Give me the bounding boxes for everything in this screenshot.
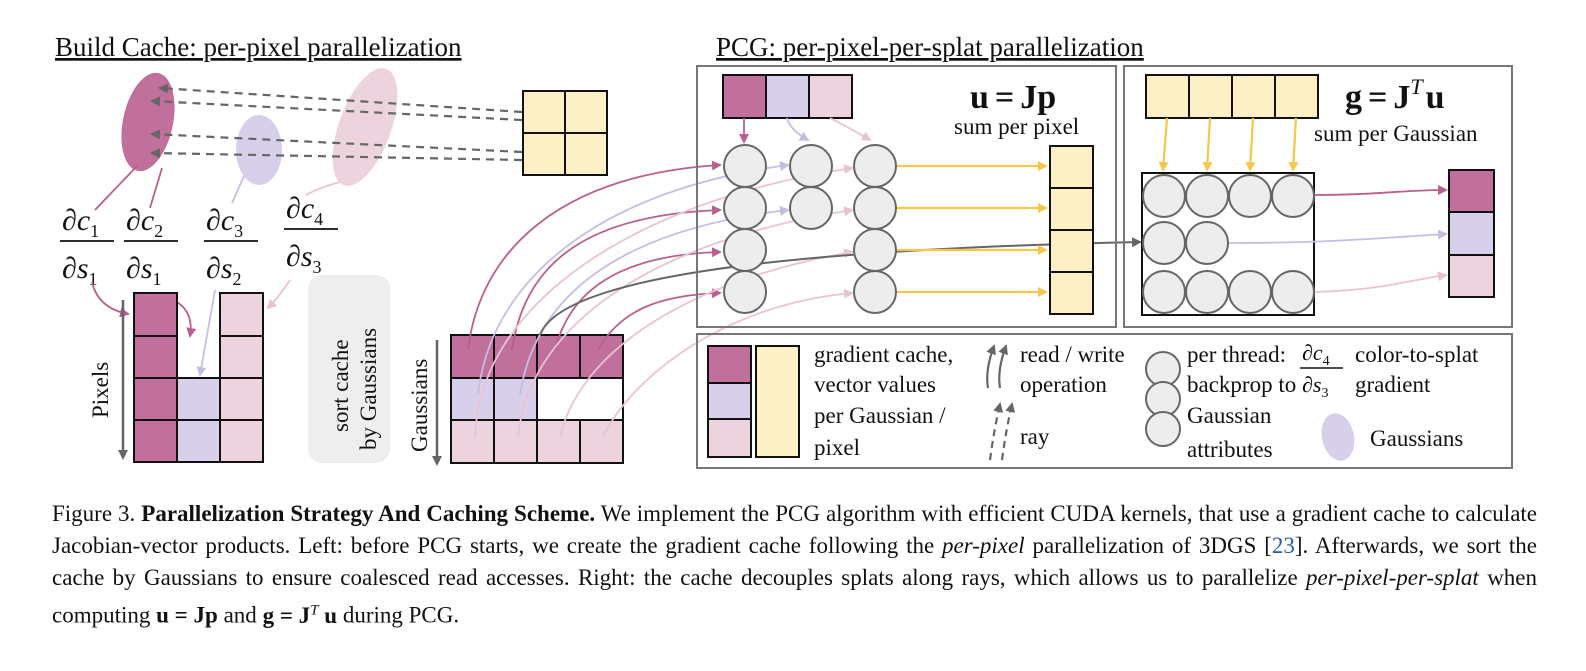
svg-text:∂s3: ∂s3 [1302, 372, 1328, 401]
sum-to-g-arrows [1228, 185, 1448, 293]
svg-text:∂s1: ∂s1 [62, 252, 98, 289]
svg-text:∂c4: ∂c4 [1302, 340, 1330, 369]
caption-citation-link[interactable]: 23 [1271, 533, 1295, 558]
legend-ray-arrows [988, 402, 1016, 461]
legend-cache-text-3: per Gaussian / [814, 403, 946, 428]
caption-italic-1: per-pixel [942, 533, 1025, 558]
legend-thread-text-2: backprop to [1187, 372, 1296, 397]
legend-thread-text-3: Gaussian [1187, 403, 1272, 428]
gradient-label-3: ∂c3 ∂s2 [204, 204, 258, 289]
gradient-label-1: ∂c1 ∂s1 [60, 204, 114, 289]
gaussians-axis-label: Gaussians [407, 359, 432, 452]
legend-gradient-text-1: color-to-splat [1355, 342, 1479, 367]
vector-p-arrows [739, 117, 872, 144]
jtu-thread-circles [1142, 174, 1315, 314]
pixel-cache-grid [133, 292, 264, 463]
svg-text:∂s1: ∂s1 [126, 252, 162, 289]
svg-text:∂c1: ∂c1 [62, 204, 99, 241]
vector-g [1448, 169, 1495, 298]
legend-cache-swatch [707, 345, 800, 458]
caption-text-4: when computing [52, 565, 1538, 628]
legend-gaussians-text: Gaussians [1370, 426, 1463, 451]
cache-read-arrows [467, 160, 854, 438]
legend-cache-text-1: gradient cache, [814, 342, 953, 367]
caption-figure-number: Figure 3. [52, 501, 136, 526]
caption-text-6: during PCG. [342, 602, 460, 628]
caption-title: Parallelization Strategy And Caching Sch… [141, 501, 596, 526]
svg-text:∂c2: ∂c2 [126, 204, 163, 241]
caption-italic-2: per-pixel-per-splat [1306, 565, 1479, 590]
legend-thread-circles [1145, 351, 1181, 447]
legend-cache-text-4: pixel [814, 435, 860, 460]
gaussian-ellipse-3 [332, 68, 398, 186]
equation-g-jtu: g=JTu [1345, 74, 1445, 116]
legend-gradient-text-2: gradient [1355, 372, 1431, 397]
svg-text:∂c3: ∂c3 [206, 204, 243, 241]
svg-text:∂s2: ∂s2 [206, 252, 242, 289]
sum-to-u-arrows [897, 161, 1048, 297]
equation-u-jp: u=Jp [970, 79, 1056, 116]
vector-u-top-arrows [1158, 117, 1299, 172]
svg-text:∂c4: ∂c4 [286, 192, 323, 229]
caption-equation-1: u = Jp [156, 602, 218, 628]
dashed-rays [150, 83, 523, 162]
legend-rw-arrows [986, 344, 1008, 389]
sort-cache-box [308, 275, 390, 463]
gradient-label-2: ∂c2 ∂s1 [124, 204, 178, 289]
caption-text-1: We implement the PCG algorithm with effi… [52, 501, 1537, 558]
pcg-title: PCG: per-pixel-per-splat parallelization [716, 32, 1144, 62]
legend-rw-text-2: operation [1020, 372, 1107, 397]
gaussian-ellipse-2 [236, 115, 282, 185]
legend-gaussian-ellipse [1321, 413, 1355, 461]
sum-per-gaussian-label: sum per Gaussian [1314, 121, 1478, 146]
jp-thread-circles [723, 144, 897, 314]
caption-equation-2: g = JT u [262, 602, 338, 628]
gaussian-ellipse-1 [121, 72, 175, 172]
gaussian-cache-grid [450, 334, 624, 464]
legend-gradient-fraction: ∂c4 ∂s3 [1300, 340, 1343, 401]
pixels-axis-label: Pixels [88, 362, 113, 418]
caption-text-2: parallelization of 3DGS [ [1032, 533, 1272, 558]
legend-box [696, 333, 1513, 469]
caption-text-3: ]. Afterwards, we sort the cache by Gaus… [52, 533, 1538, 590]
legend-cache-text-2: vector values [814, 372, 936, 397]
jp-panel [696, 65, 1117, 328]
image-pixel-grid [522, 90, 608, 176]
legend-ray-text: ray [1020, 424, 1050, 449]
jtu-panel [1123, 65, 1513, 328]
legend-rw-text-1: read / write [1020, 342, 1125, 367]
jtu-thread-box [1141, 172, 1315, 316]
sort-cache-label-2: by Gaussians [356, 328, 381, 450]
vector-p [722, 74, 853, 119]
vector-u-top [1145, 74, 1319, 119]
legend-thread-text-4: attributes [1187, 437, 1273, 462]
gradient-label-4: ∂c4 ∂s3 [284, 192, 338, 277]
figure-diagram: Build Cache: per-pixel parallelization ∂… [55, 32, 1513, 469]
build-cache-title: Build Cache: per-pixel parallelization [55, 32, 462, 62]
figure-caption: Figure 3. Parallelization Strategy And C… [52, 498, 1537, 632]
sum-per-pixel-label: sum per pixel [954, 114, 1079, 139]
gaussian-label-connectors [94, 164, 341, 211]
legend-thread-text-1: per thread: [1187, 342, 1286, 367]
caption-text-5: and [223, 602, 257, 628]
svg-text:∂s3: ∂s3 [286, 240, 322, 277]
cache-write-arrow [539, 237, 1142, 336]
sort-cache-label-1: sort cache [328, 339, 353, 432]
vector-u [1049, 145, 1094, 315]
